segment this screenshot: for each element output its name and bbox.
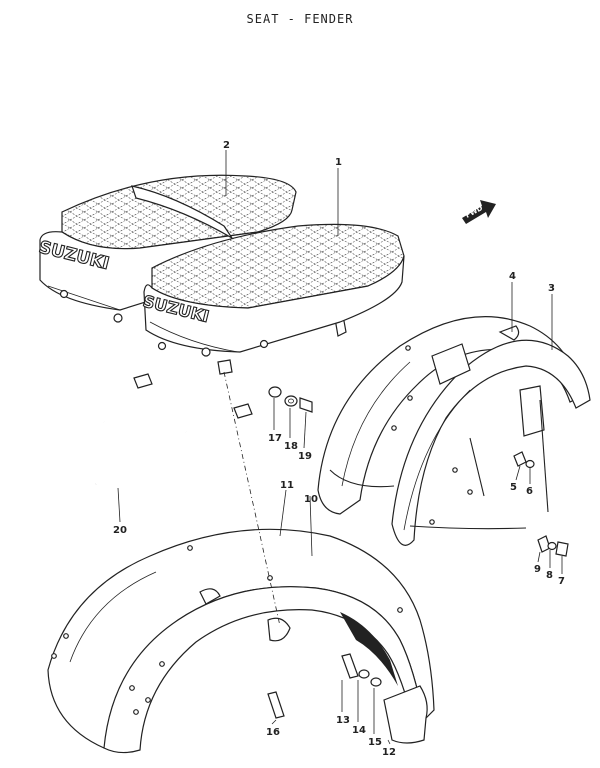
rear-fender-assembly — [317, 316, 591, 546]
front-fender-hardware — [267, 653, 382, 719]
mud-flap-12 — [383, 685, 428, 744]
seat-hinge — [201, 347, 211, 357]
front-fender — [47, 528, 435, 754]
callout-5: 5 — [510, 482, 517, 493]
seat-mount-bolt — [113, 313, 123, 323]
fender-bracket — [431, 343, 471, 385]
bolt-13 — [341, 653, 359, 679]
fwd-arrow: FWD — [462, 200, 496, 224]
rear-fender-hardware — [513, 451, 569, 557]
callout-15: 15 — [368, 737, 382, 748]
callout-11: 11 — [280, 480, 294, 491]
callout-4: 4 — [509, 271, 516, 282]
callout-3: 3 — [548, 283, 555, 294]
callout-18: 18 — [284, 441, 298, 452]
callout-2: 2 — [223, 140, 230, 151]
callout-10: 10 — [304, 494, 318, 505]
fender-mount-plate — [519, 385, 545, 437]
nut-7 — [555, 541, 569, 557]
bolt-16 — [267, 691, 285, 719]
callout-16: 16 — [266, 727, 280, 738]
seat-hinge — [157, 341, 167, 351]
nut-19 — [299, 397, 313, 413]
callout-9: 9 — [534, 564, 541, 575]
bolt-5 — [513, 451, 527, 467]
callout-19: 19 — [298, 451, 312, 462]
washer-17 — [268, 386, 282, 398]
callout-labels: 2 1 4 3 5 6 9 8 7 11 10 20 17 18 19 13 1… — [113, 140, 565, 758]
callout-14: 14 — [352, 725, 366, 736]
callout-13: 13 — [336, 715, 350, 726]
seat-hardware — [268, 386, 313, 413]
callout-1: 1 — [335, 157, 342, 168]
callout-7: 7 — [558, 576, 565, 587]
callout-12: 12 — [382, 747, 396, 758]
washer-15 — [370, 677, 382, 687]
washer-8 — [547, 541, 557, 551]
seat-handle — [14, 373, 253, 486]
fender-brace — [267, 617, 291, 642]
front-seat: SUZUKI — [140, 223, 405, 375]
seat-latch — [217, 359, 233, 375]
callout-17: 17 — [268, 433, 282, 444]
leader-lines — [117, 150, 563, 745]
callout-6: 6 — [526, 486, 533, 497]
callout-20: 20 — [113, 525, 127, 536]
seat-hinge — [259, 339, 269, 349]
seat-mount-bolt — [59, 289, 69, 299]
washer-14 — [358, 669, 370, 679]
diagram-title: SEAT - FENDER — [246, 12, 354, 26]
callout-8: 8 — [546, 570, 553, 581]
washer-6 — [525, 459, 535, 469]
